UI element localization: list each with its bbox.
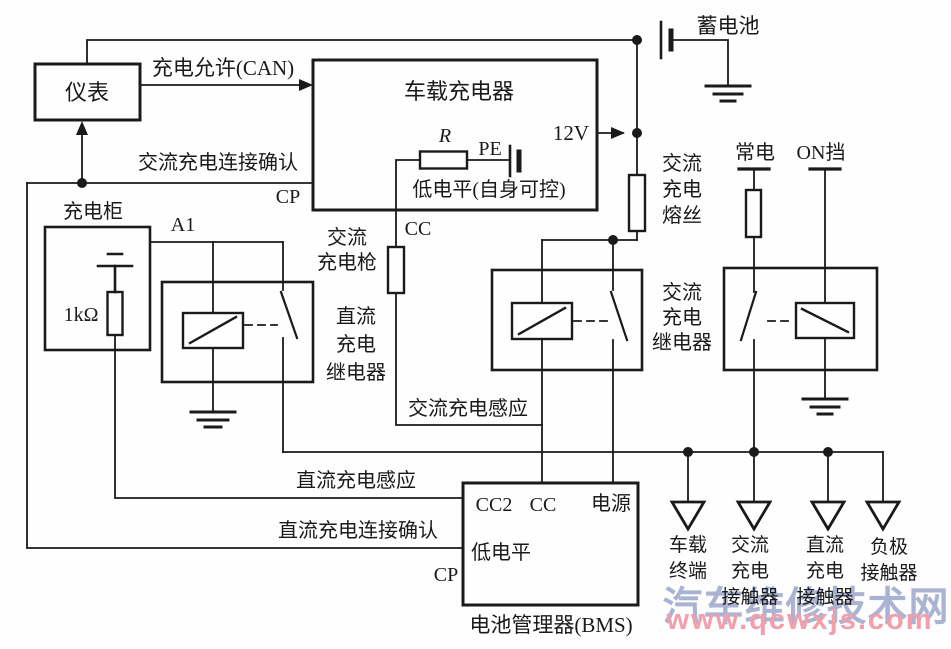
on-position-label: ON挡 (796, 142, 846, 164)
ac-fuse-label: 交流 充电 熔丝 (662, 153, 702, 227)
dc-sense-wire (114, 334, 464, 499)
constant-power-fuse (744, 188, 763, 239)
dc-relay-switch (279, 290, 299, 340)
dc-connect-confirm-label: 直流充电连接确认 (278, 520, 438, 542)
bms-box (461, 481, 640, 607)
cabinet-terminal-icon (96, 252, 134, 294)
resistor-1k-label: 1kΩ (63, 304, 99, 326)
constant-power-label: 常电 (735, 142, 775, 164)
contactor-triangles (669, 500, 902, 532)
cc2-label: CC2 (475, 494, 513, 516)
t2-label: 交流 充电 接触器 (721, 535, 779, 608)
charging-cabinet-box (43, 225, 152, 352)
ac-fuse-symbol (627, 173, 647, 233)
cc-resistor-symbol (386, 245, 406, 295)
cc-sense-wire (395, 292, 543, 426)
dc-relay-label: 直流 充电 继电器 (326, 306, 386, 384)
dc-coil-ground-icon (189, 410, 237, 429)
battery-wire (671, 39, 729, 85)
pe-label: PE (478, 138, 502, 160)
v12-arrowhead (611, 127, 625, 139)
ac-charge-sense-label: 交流充电感应 (408, 398, 528, 420)
watermark-site-url: www.qcwxjs.com (666, 604, 934, 636)
battery-symbol (659, 20, 674, 60)
dc-charge-sense-label: 直流充电感应 (296, 470, 416, 492)
a1-label: A1 (170, 214, 196, 236)
instrument-arrowhead (76, 121, 88, 135)
cc-bms-label: CC (529, 494, 557, 516)
low-level-label: 低电平 (471, 542, 531, 564)
charger-resistor-r (418, 150, 469, 170)
main-coil-ground-icon (801, 397, 849, 416)
dc-relay-coil (181, 311, 245, 350)
ac-relay-switch (609, 290, 629, 342)
battery-ground-icon (704, 84, 752, 103)
t4-label: 负极 接触器 (860, 537, 918, 584)
dc-relay-box (160, 280, 315, 384)
top-rail-wire (86, 39, 638, 176)
t4-contactor-icon (864, 500, 902, 532)
cp-bms-label: CP (433, 564, 459, 586)
junction-dots (77, 35, 833, 457)
onboard-charger-box (311, 58, 599, 212)
left-rail-dc-confirm-wire (26, 182, 464, 549)
t1-label: 车载 终端 (668, 535, 708, 582)
pe-ground-icon (508, 144, 522, 178)
t3-label: 直流 充电 接触器 (796, 535, 854, 608)
bms-name-label: 电池管理器(BMS) (469, 613, 633, 637)
can-arrowhead (299, 79, 313, 91)
ac-relay-coil (510, 301, 574, 341)
low-level-self-label: 低电平(自身可控) (412, 179, 566, 201)
charge-allow-can-label: 充电允许(CAN) (151, 56, 295, 80)
instrument-label: 仪表 (64, 80, 110, 105)
onboard-charger-label: 车载充电器 (403, 79, 515, 104)
cc-label: CC (404, 218, 432, 240)
ac-connect-confirm-label: 交流充电连接确认 (138, 152, 298, 174)
wires (26, 39, 884, 549)
ac-relay-label: 交流 充电 继电器 (652, 282, 712, 354)
ac-relay-box (490, 268, 644, 372)
resistor-r-label: R (438, 125, 452, 147)
t1-terminal-icon (669, 500, 707, 532)
cabinet-resistor-1k (106, 290, 124, 337)
t2-contactor-icon (735, 500, 773, 532)
relay-dashed-links (244, 320, 795, 326)
arrowheads (76, 79, 625, 139)
charging-cabinet-label: 充电柜 (63, 201, 123, 223)
t3-contactor-icon (809, 500, 847, 532)
ac-charge-gun-label: 交流 充电枪 (317, 227, 377, 274)
main-relay-box (722, 266, 879, 372)
battery-label: 蓄电池 (696, 14, 760, 38)
cp-charger-label: CP (275, 186, 301, 208)
watermark-site-name: 汽车维修技术网 (662, 585, 950, 629)
voltage-12v-label: 12V (552, 121, 590, 145)
boxes (33, 58, 879, 607)
charger-r-wire (395, 159, 421, 248)
bms-power-label: 电源 (591, 493, 631, 515)
main-relay-switch (739, 290, 758, 342)
main-relay-coil (794, 301, 856, 340)
